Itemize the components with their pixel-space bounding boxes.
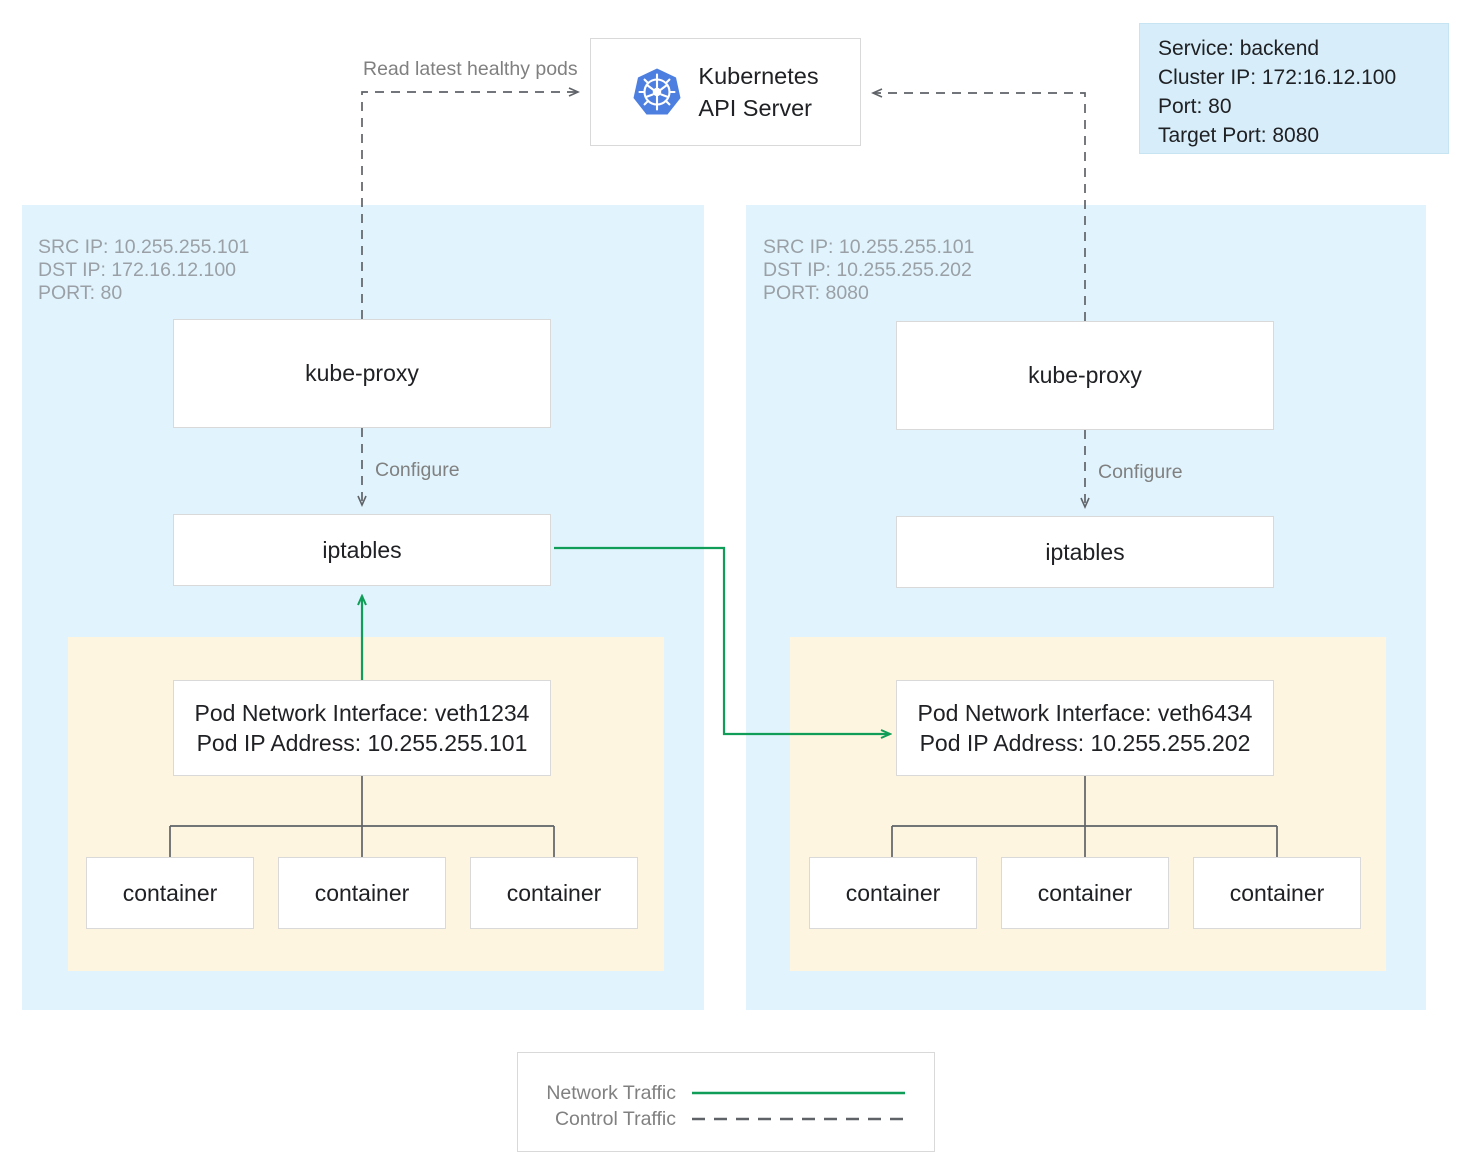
container-label: container <box>1037 879 1133 906</box>
pod-network-interface-label-right: Pod Network Interface: veth6434 Pod IP A… <box>917 699 1253 756</box>
container-label: container <box>845 879 941 906</box>
configure-label-left: Configure <box>375 459 460 481</box>
legend-label-control-traffic: Control Traffic <box>554 1107 676 1130</box>
iptables-box-left: iptables <box>173 514 551 586</box>
container-box: container <box>1193 857 1361 929</box>
legend-box: Network Traffic Control Traffic <box>517 1052 935 1152</box>
iptables-label-left: iptables <box>322 536 402 563</box>
legend-item-control-traffic: Control Traffic <box>518 1106 934 1132</box>
container-label: container <box>1229 879 1325 906</box>
container-label: container <box>506 879 602 906</box>
kube-proxy-box-left: kube-proxy <box>173 319 551 428</box>
pod-network-interface-box-right: Pod Network Interface: veth6434 Pod IP A… <box>896 680 1274 776</box>
read-latest-healthy-pods-label: Read latest healthy pods <box>363 58 578 80</box>
service-info-box: Service: backend Cluster IP: 172:16.12.1… <box>1139 23 1449 154</box>
container-label: container <box>122 879 218 906</box>
container-box: container <box>1001 857 1169 929</box>
container-box: container <box>278 857 446 929</box>
container-box: container <box>470 857 638 929</box>
kube-proxy-label-right: kube-proxy <box>1028 362 1142 389</box>
container-box: container <box>809 857 977 929</box>
kube-proxy-label-left: kube-proxy <box>305 360 419 387</box>
iptables-box-right: iptables <box>896 516 1274 588</box>
container-label: container <box>314 879 410 906</box>
configure-label-right: Configure <box>1098 461 1183 483</box>
kubernetes-logo-icon <box>633 68 681 115</box>
pod-network-interface-label-left: Pod Network Interface: veth1234 Pod IP A… <box>194 699 530 756</box>
iptables-label-right: iptables <box>1045 538 1125 565</box>
legend-swatch-dashed-line <box>692 1113 905 1125</box>
kube-proxy-box-right: kube-proxy <box>896 321 1274 430</box>
pod-network-interface-box-left: Pod Network Interface: veth1234 Pod IP A… <box>173 680 551 776</box>
legend-label-network-traffic: Network Traffic <box>546 1081 676 1104</box>
legend-item-network-traffic: Network Traffic <box>518 1080 934 1106</box>
container-box: container <box>86 857 254 929</box>
api-server-label: Kubernetes API Server <box>698 62 819 121</box>
kubernetes-api-server-box: Kubernetes API Server <box>590 38 861 146</box>
node-ip-label-left: SRC IP: 10.255.255.101 DST IP: 172.16.12… <box>38 236 250 304</box>
legend-swatch-solid-line <box>692 1087 905 1099</box>
node-ip-label-right: SRC IP: 10.255.255.101 DST IP: 10.255.25… <box>763 236 975 304</box>
